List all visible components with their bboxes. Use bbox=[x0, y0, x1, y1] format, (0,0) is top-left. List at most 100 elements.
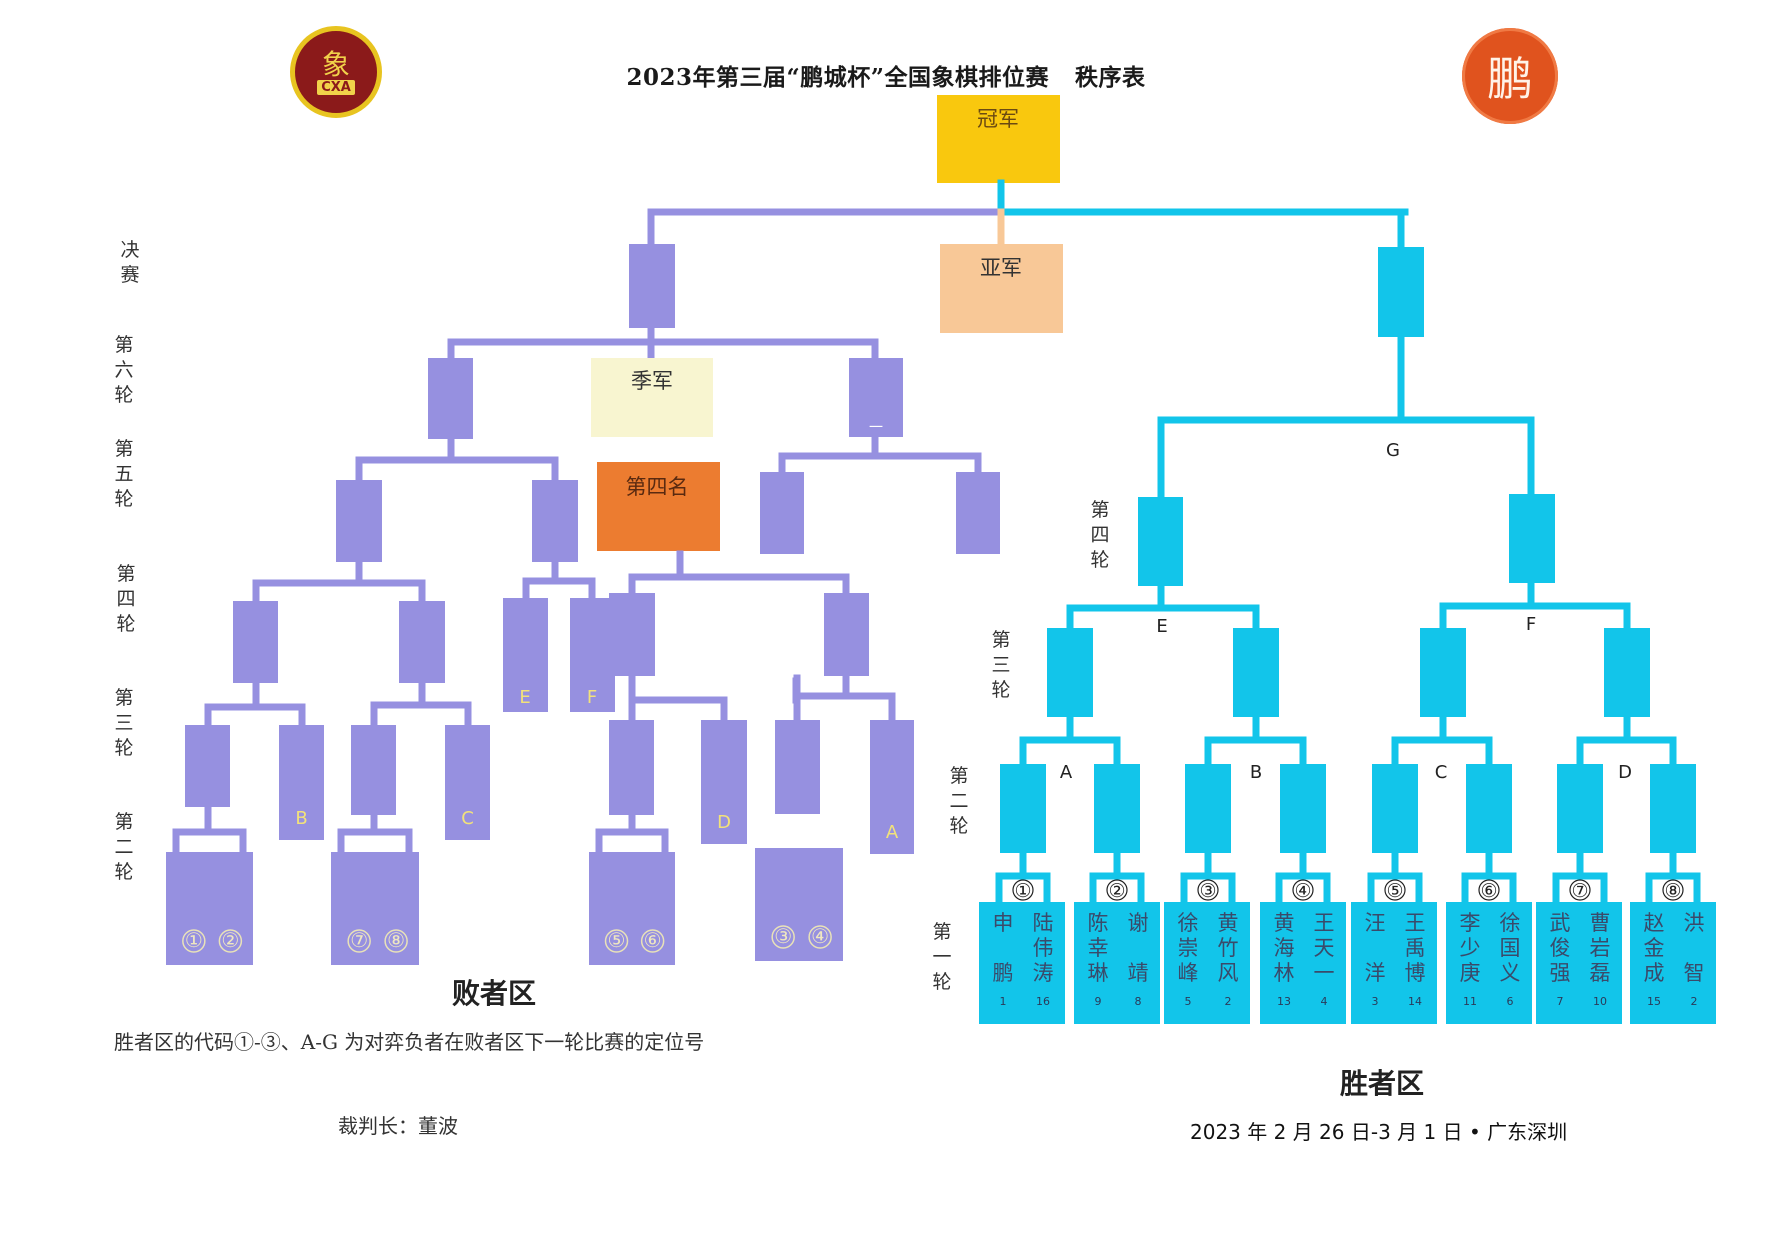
player-seed: 10 bbox=[1593, 995, 1607, 1008]
loser-slot-code: ③ bbox=[774, 924, 792, 948]
loser-r4-match-2 bbox=[399, 601, 445, 683]
player-name-char: 少 bbox=[1460, 936, 1481, 960]
loser-round-label-3: 第三轮 bbox=[114, 687, 134, 759]
player-name-char: 黄 bbox=[1218, 911, 1239, 935]
emblem-glyph: 象 bbox=[321, 47, 350, 81]
winner-final-match bbox=[1378, 247, 1424, 337]
player-name-char: 徐 bbox=[1500, 911, 1521, 935]
loser-r5-match-3 bbox=[760, 472, 804, 554]
winner-code-a: A bbox=[1060, 762, 1073, 783]
match-code-circle bbox=[1662, 879, 1684, 901]
player-seed: 4 bbox=[1321, 995, 1328, 1008]
loser-r3-match bbox=[775, 720, 820, 814]
loser-entry-code-f: F bbox=[587, 687, 597, 708]
fourth-place-box bbox=[597, 462, 720, 551]
player-name-char: 海 bbox=[1274, 936, 1295, 960]
match-code: ⑥ bbox=[1480, 880, 1497, 902]
runner-up-box bbox=[940, 244, 1063, 333]
winner-r3-match bbox=[1604, 628, 1650, 717]
winner-r2-match bbox=[1650, 764, 1696, 853]
loser-r4-entry-e bbox=[503, 598, 548, 712]
winner-r2-match bbox=[1466, 764, 1512, 853]
player-seed: 16 bbox=[1036, 995, 1050, 1008]
player-seed: 15 bbox=[1647, 995, 1661, 1008]
match-code-circle bbox=[1292, 879, 1314, 901]
winner-code-b: B bbox=[1250, 762, 1262, 783]
winner-r2-match bbox=[1557, 764, 1603, 853]
winner-r4-match-2 bbox=[1509, 494, 1555, 583]
winner-r2-match bbox=[1000, 764, 1046, 853]
player-seed: 6 bbox=[1507, 995, 1514, 1008]
player-name-char: 国 bbox=[1500, 936, 1521, 960]
match-code: ① bbox=[1014, 880, 1031, 902]
player-name-char: 伟 bbox=[1033, 936, 1054, 960]
loser-r2-match bbox=[755, 848, 843, 961]
loser-r6-match-left bbox=[428, 358, 473, 439]
player-name-char: 洋 bbox=[1365, 961, 1386, 985]
loser-r2-match bbox=[166, 852, 253, 965]
player-name-char: 李 bbox=[1460, 911, 1481, 935]
loser-slot-circle bbox=[384, 929, 408, 953]
loser-round-label-5: 第五轮 bbox=[114, 438, 134, 510]
player-name-char: 磊 bbox=[1590, 961, 1611, 985]
loser-r3-entry bbox=[870, 720, 914, 854]
chief-referee: 裁判长：董波 bbox=[338, 1110, 458, 1139]
player-name-char: 成 bbox=[1644, 961, 1665, 985]
referee-label: 裁判长： bbox=[338, 1114, 418, 1138]
player-seed: 9 bbox=[1095, 995, 1102, 1008]
match-code: ⑤ bbox=[1386, 880, 1403, 902]
match-code: ⑦ bbox=[1571, 880, 1588, 902]
loser-r5-match-1 bbox=[336, 480, 382, 562]
player-name-char: 金 bbox=[1644, 936, 1665, 960]
fourth-place-label: 第四名 bbox=[626, 475, 689, 499]
player-name-char: 鹏 bbox=[993, 961, 1014, 985]
match-code: ② bbox=[1108, 880, 1125, 902]
winner-code-c: C bbox=[1435, 762, 1448, 783]
player-name-char: 俊 bbox=[1550, 936, 1571, 960]
player-seed: 5 bbox=[1185, 995, 1192, 1008]
loser-slot-circle bbox=[218, 929, 243, 953]
winner-r2-match bbox=[1372, 764, 1418, 853]
loser-slot-code: ⑥ bbox=[644, 928, 662, 952]
loser-entry-code: D bbox=[717, 812, 731, 833]
player-seed: 1 bbox=[1000, 995, 1007, 1008]
loser-entry-code-e: E bbox=[519, 687, 530, 708]
loser-slot-circle bbox=[182, 929, 206, 953]
winner-r1-match bbox=[1536, 902, 1622, 1024]
player-name-char: 王 bbox=[1314, 911, 1335, 935]
loser-r6-mark: 一 bbox=[869, 420, 883, 436]
player-name-char: 武 bbox=[1550, 911, 1571, 935]
loser-round-label-4: 第四轮 bbox=[116, 563, 136, 635]
player-name-char: 博 bbox=[1405, 961, 1426, 985]
winner-r1-match bbox=[1260, 902, 1346, 1024]
loser-slot-circle bbox=[808, 925, 832, 949]
runner-up-label: 亚军 bbox=[980, 256, 1022, 280]
winner-r2-match bbox=[1185, 764, 1231, 853]
player-seed: 13 bbox=[1277, 995, 1291, 1008]
loser-r2-match bbox=[331, 852, 419, 965]
player-name-char: 靖 bbox=[1128, 961, 1149, 985]
loser-r4-entry-f bbox=[570, 598, 615, 712]
winner-r1-match bbox=[1630, 902, 1716, 1024]
player-name-char: 禹 bbox=[1405, 936, 1426, 960]
loser-r3-entry bbox=[701, 720, 747, 844]
match-code-circle bbox=[1197, 879, 1219, 901]
loser-r5-match-2 bbox=[532, 480, 578, 562]
match-code-circle bbox=[1106, 879, 1128, 901]
player-name-char: 风 bbox=[1218, 961, 1239, 985]
player-name-char: 竹 bbox=[1218, 936, 1239, 960]
player-name-char: 天 bbox=[1314, 936, 1335, 960]
winner-r1-match bbox=[1446, 902, 1532, 1024]
referee-name: 董波 bbox=[418, 1114, 458, 1138]
player-name-char: 琳 bbox=[1088, 961, 1109, 985]
loser-r4-match-4 bbox=[824, 593, 869, 676]
loser-round-label-6: 第六轮 bbox=[114, 334, 134, 406]
player-name-char: 徐 bbox=[1178, 911, 1199, 935]
loser-r4-match-3 bbox=[609, 593, 655, 676]
match-code-circle bbox=[1569, 879, 1591, 901]
loser-slot-circle bbox=[347, 929, 371, 953]
player-seed: 14 bbox=[1408, 995, 1422, 1008]
winner-r2-match bbox=[1280, 764, 1326, 853]
winner-r2-match bbox=[1094, 764, 1140, 853]
